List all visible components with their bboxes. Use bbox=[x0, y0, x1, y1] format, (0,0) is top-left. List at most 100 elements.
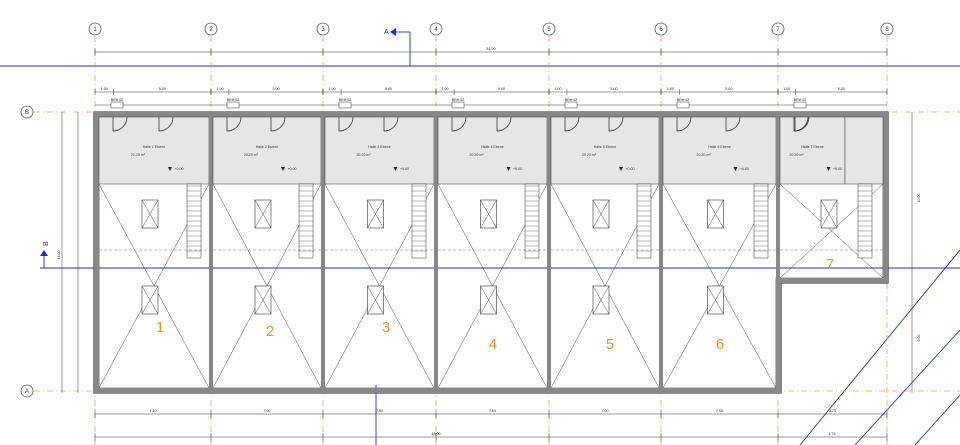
grid-bubble-label: 6 bbox=[659, 27, 663, 33]
unit-number: 4 bbox=[489, 336, 497, 353]
top-chain-dimension: 5.00 bbox=[838, 87, 845, 91]
room-area: 20.20 m² bbox=[469, 153, 484, 157]
top-chain-dimension: 5.00 bbox=[498, 87, 505, 91]
door-swing-icon bbox=[158, 116, 174, 132]
notch-wall-h bbox=[776, 278, 888, 283]
room-name: Halle 5 Ebene bbox=[594, 145, 617, 149]
door-swing-icon bbox=[793, 116, 809, 132]
bottom-chain-dimension: 4.75 bbox=[829, 409, 836, 413]
level-triangle-icon bbox=[826, 167, 831, 171]
diagonal-line-1 bbox=[799, 249, 960, 445]
level-marker: +0.00 bbox=[400, 167, 409, 171]
skylight-cross bbox=[367, 285, 384, 315]
grid-bubble-1[interactable]: 1 bbox=[88, 22, 102, 36]
skylight-cross bbox=[141, 285, 159, 315]
right-vertical-dimension-bottom: 5.00 bbox=[917, 335, 921, 342]
grid-bubble-label: 7 bbox=[776, 27, 780, 33]
top-chain-dimension: 5.00 bbox=[385, 87, 392, 91]
top-chain-dimension: 5.00 bbox=[725, 87, 732, 91]
party-wall bbox=[434, 117, 438, 388]
grid-bubble-row-A[interactable]: A bbox=[20, 384, 34, 398]
door-tag-box bbox=[676, 101, 690, 109]
room-name: Halle 1 Ebene bbox=[143, 145, 166, 149]
door-tag: BRH 02 bbox=[111, 98, 124, 102]
units: Halle 1 Ebene 21.20 m² +0.00 1 Halle 2 Ebene… bbox=[98, 116, 884, 389]
grid-bubble-3[interactable]: 3 bbox=[316, 22, 330, 36]
grid-bubble-circle bbox=[654, 22, 668, 36]
grid-bubble-row-B[interactable]: B bbox=[20, 105, 34, 119]
unit-number: 6 bbox=[716, 336, 724, 353]
grid-bubble-circle bbox=[88, 22, 102, 36]
party-wall bbox=[209, 117, 213, 388]
left-vertical-dimension: 13.00 bbox=[57, 251, 61, 260]
level-marker: +0.00 bbox=[740, 167, 749, 171]
grid-bubble-label: B bbox=[25, 110, 29, 116]
section-mark-a[interactable]: A bbox=[384, 28, 411, 66]
top-chain-dimension: 1.00 bbox=[216, 87, 223, 91]
skylight-cross bbox=[592, 199, 610, 229]
grid-bubble-4[interactable]: 4 bbox=[429, 22, 443, 36]
stair bbox=[524, 183, 540, 259]
door-tag: BRH 02 bbox=[565, 98, 578, 102]
door-swing-icon bbox=[794, 116, 810, 132]
skylight-cross bbox=[480, 199, 497, 229]
door-tag-box bbox=[110, 101, 124, 109]
room-name: Halle 4 Ebene bbox=[481, 145, 504, 149]
door-swing-icon bbox=[564, 116, 580, 132]
room-area: 20.20 m² bbox=[696, 153, 711, 157]
level-marker: +0.00 bbox=[833, 167, 842, 171]
door-swing-icon bbox=[608, 116, 624, 132]
bottom-chain-dimension: 7.00 bbox=[376, 409, 383, 413]
level-triangle-icon bbox=[393, 167, 398, 171]
bottom-chain-dimension: 7.10 bbox=[150, 409, 157, 413]
unit-number: 1 bbox=[156, 319, 164, 336]
room-area: 20.20 m² bbox=[789, 153, 804, 157]
stair bbox=[636, 183, 652, 259]
arrow-left-icon bbox=[390, 28, 396, 36]
top-chain-dimension: 5.00 bbox=[610, 87, 617, 91]
door-tag-box bbox=[564, 101, 578, 109]
grid-bubble-circle bbox=[771, 22, 785, 36]
right-vertical-dimension-top: 10.00 bbox=[917, 194, 921, 203]
grid-bubble-6[interactable]: 6 bbox=[654, 22, 668, 36]
party-wall bbox=[659, 117, 663, 388]
level-triangle-icon bbox=[281, 167, 285, 171]
grid-bubble-5[interactable]: 5 bbox=[542, 22, 556, 36]
skylight-cross bbox=[707, 199, 724, 229]
room-name: Halle 7 Ebene bbox=[801, 145, 824, 149]
section-mark-a-label: A bbox=[384, 29, 389, 36]
top-chain-dimension: 1.00 bbox=[442, 87, 449, 91]
stair bbox=[753, 183, 769, 259]
grid-bubble-label: 5 bbox=[547, 27, 551, 33]
office-room bbox=[324, 116, 435, 185]
level-triangle-icon bbox=[168, 167, 172, 171]
section-mark-b[interactable]: B bbox=[40, 241, 50, 268]
diagonal-line-3 bbox=[914, 394, 960, 445]
stair bbox=[857, 183, 873, 259]
grid-bubble-8[interactable]: 8 bbox=[880, 22, 894, 36]
grid-bubble-circle bbox=[429, 22, 443, 36]
grid-bubble-2[interactable]: 2 bbox=[204, 22, 218, 36]
diagonal-line-2 bbox=[854, 329, 960, 445]
office-room bbox=[212, 116, 322, 185]
skylight-cross bbox=[141, 199, 159, 229]
unit-number: 5 bbox=[606, 336, 614, 353]
level-triangle-icon bbox=[733, 167, 738, 171]
top-chain-dimension: 1.00 bbox=[667, 87, 674, 91]
grid-bubble-label: 2 bbox=[209, 27, 213, 33]
top-chain-dimension: 1.00 bbox=[554, 87, 561, 91]
section-mark-b-label: B bbox=[43, 241, 50, 246]
skylight-cross bbox=[592, 285, 610, 315]
level-triangle-icon bbox=[619, 167, 623, 171]
room-area: 21.20 m² bbox=[131, 153, 146, 157]
grid-bubble-7[interactable]: 7 bbox=[771, 22, 785, 36]
